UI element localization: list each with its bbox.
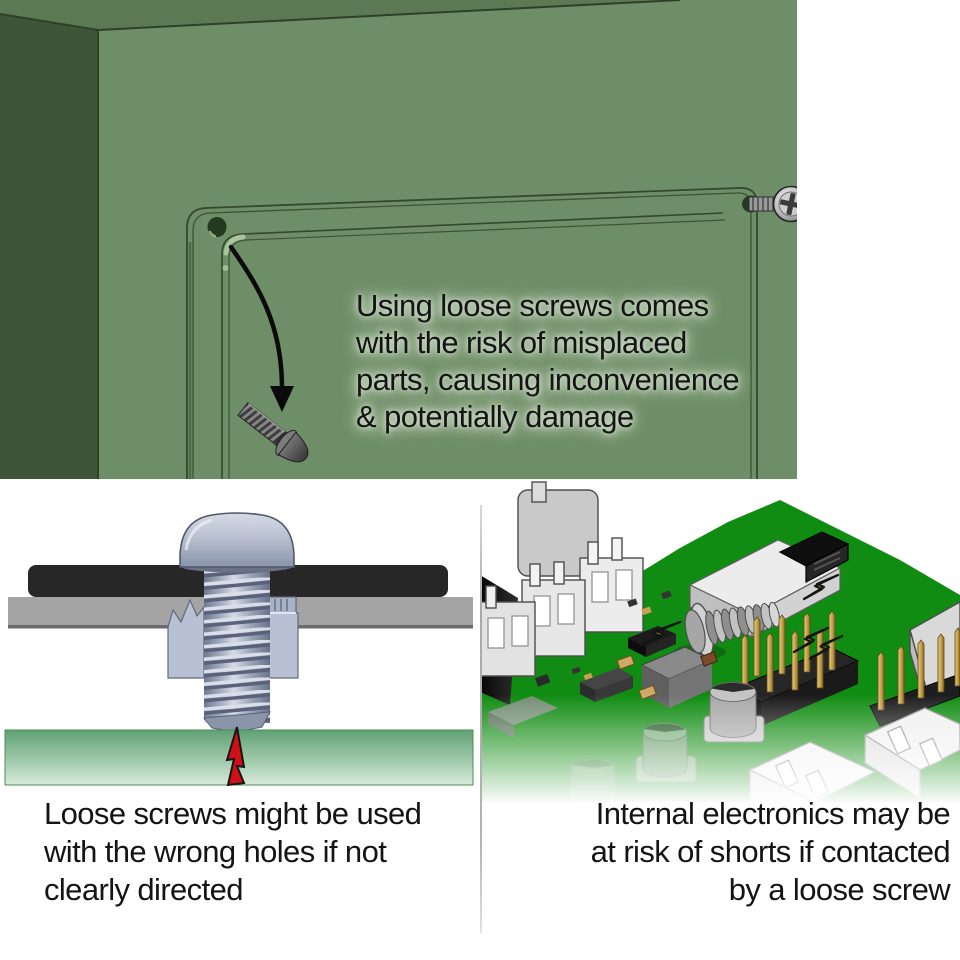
caption-line: & potentially damage — [356, 399, 634, 434]
fade-overlay — [480, 695, 960, 805]
screw-thread — [203, 565, 271, 733]
panel-divider — [480, 505, 482, 933]
enclosure-top-face — [0, 0, 680, 30]
panel-enclosure: Using loose screws comes with the risk o… — [0, 0, 960, 479]
screw-hole — [207, 217, 227, 238]
caption-line: Loose screws might be used — [44, 796, 422, 831]
pin-header-center — [733, 610, 860, 726]
connectors-left — [480, 481, 644, 677]
cross-section-illustration — [4, 512, 474, 787]
panel-pcb: Internal electronics may be at risk of s… — [480, 480, 960, 960]
loose-screw — [237, 401, 309, 463]
enclosure-front-face — [98, 0, 797, 479]
enclosure-box — [0, 0, 797, 479]
panel-cross-section: Loose screws might be used with the wron… — [0, 480, 480, 960]
caption-line: clearly directed — [44, 872, 243, 907]
pcb-illustration — [480, 481, 960, 960]
caption-line: by a loose screw — [728, 872, 951, 907]
caption-top: Using loose screws comes with the risk o… — [356, 287, 740, 435]
arrow-curved-icon — [228, 244, 294, 412]
screw-head — [179, 512, 295, 573]
enclosure-illustration — [0, 0, 797, 479]
caption-line: at risk of shorts if contacted — [590, 834, 951, 869]
caption-line: with the risk of misplaced — [356, 325, 687, 360]
phillips-cross-icon — [779, 192, 797, 216]
caption-line: with the wrong holes if not — [44, 834, 387, 869]
fastened-screw — [742, 185, 797, 223]
caption-bottom-left: Loose screws might be used with the wron… — [44, 795, 422, 909]
caption-bottom-right: Internal electronics may be at risk of s… — [590, 795, 951, 909]
caption-line: Using loose screws comes — [356, 288, 709, 323]
caption-line: parts, causing inconvenience — [356, 362, 740, 397]
caption-line: Internal electronics may be — [595, 796, 951, 831]
fade-solid — [480, 802, 960, 960]
enclosure-left-face — [0, 14, 98, 479]
crack-bolt-red-icon — [225, 726, 246, 787]
